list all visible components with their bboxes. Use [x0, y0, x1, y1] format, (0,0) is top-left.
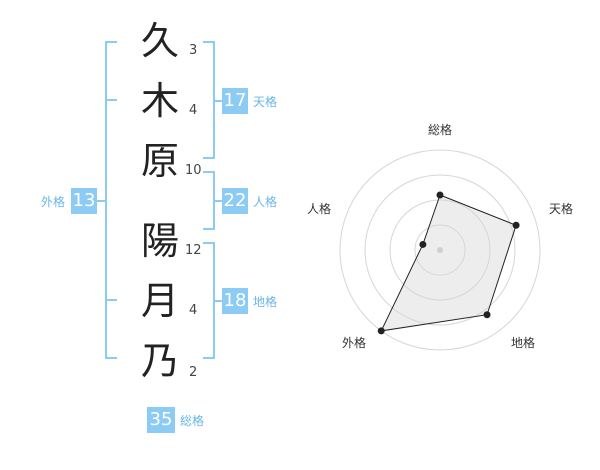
radar-ring-4 — [339, 149, 541, 351]
jinkaku-label: 人格 — [253, 195, 278, 209]
radar-point-総格 — [436, 191, 444, 199]
stroke-count-1: 3 — [189, 43, 198, 58]
soukaku-value: 35 — [147, 407, 175, 433]
kanji-4: 陽 — [140, 219, 179, 263]
kanji-2: 木 — [140, 79, 179, 123]
gaikaku-value: 13 — [71, 188, 97, 214]
stroke-count-4: 12 — [185, 243, 202, 258]
radar-polygon — [380, 194, 517, 332]
radar-label-chikaku: 地格 — [511, 336, 536, 350]
stroke-count-5: 4 — [189, 303, 198, 318]
radar-point-地格 — [483, 311, 491, 319]
radar-label-soukaku: 総格 — [428, 123, 453, 137]
kanji-3: 原 — [140, 139, 179, 183]
radar-label-gaikaku: 外格 — [342, 336, 367, 350]
radar-point-天格 — [512, 221, 520, 229]
chikaku-label: 地格 — [253, 295, 278, 309]
tenkaku-label: 天格 — [253, 95, 278, 109]
tenkaku-value: 17 — [222, 88, 248, 114]
radar-ring-3 — [364, 174, 516, 326]
jinkaku-value: 22 — [222, 188, 248, 214]
stroke-count-2: 4 — [189, 103, 198, 118]
chikaku-value: 18 — [222, 288, 248, 314]
radar-ring-2 — [389, 199, 491, 301]
radar-point-外格 — [377, 327, 385, 335]
kanji-1: 久 — [140, 19, 179, 63]
soukaku-label: 総格 — [180, 414, 205, 428]
radar-label-jinkaku: 人格 — [307, 202, 332, 216]
radar-ring-1 — [414, 224, 466, 276]
radar-label-tenkaku: 天格 — [549, 202, 574, 216]
kanji-5: 月 — [140, 279, 179, 323]
stroke-count-6: 2 — [189, 365, 198, 380]
gaikaku-label: 外格 — [41, 195, 66, 209]
stroke-count-3: 10 — [185, 163, 202, 178]
radar-center — [437, 247, 443, 253]
radar-point-人格 — [419, 240, 427, 248]
kanji-6: 乃 — [140, 339, 179, 383]
